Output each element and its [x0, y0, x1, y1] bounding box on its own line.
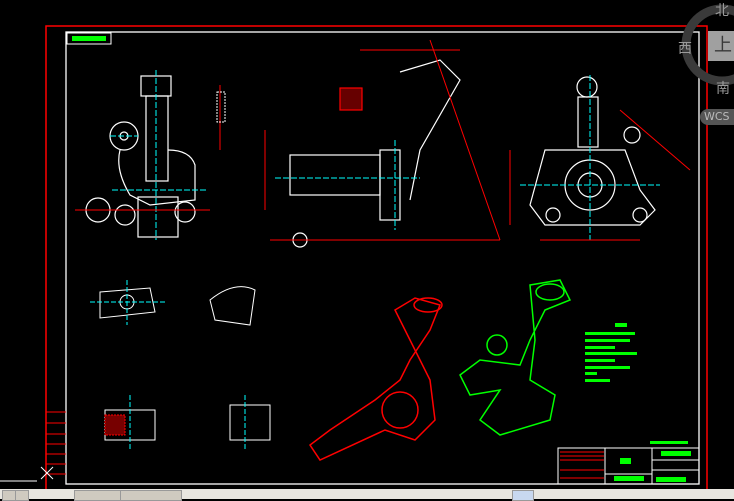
viewcube-south[interactable]: 南 — [716, 81, 730, 97]
section-centerlines — [90, 280, 246, 450]
status-tab[interactable] — [74, 490, 121, 501]
title-block-grid — [560, 451, 604, 479]
side-section-view — [289, 59, 461, 248]
side-view-dimensions — [264, 39, 501, 241]
title-block-text — [614, 451, 691, 482]
status-tab[interactable] — [512, 490, 534, 501]
status-tab[interactable] — [2, 490, 16, 501]
title-block — [557, 447, 700, 485]
drawing-number-text — [72, 36, 106, 41]
frame-border — [65, 31, 700, 485]
top-view — [529, 76, 656, 226]
top-view-dimensions — [509, 109, 691, 241]
viewcube-ring[interactable] — [670, 0, 734, 130]
isometric-green — [459, 279, 572, 436]
drawing-number-box — [66, 32, 112, 45]
viewcube-north[interactable]: 北 — [715, 3, 729, 19]
left-revision-strip — [46, 411, 66, 475]
status-tab[interactable] — [120, 490, 182, 501]
hatched-section — [104, 414, 126, 436]
crosshair-cursor — [40, 466, 54, 480]
viewcube[interactable]: 北 西 上 南 WCS — [670, 0, 734, 130]
front-view — [85, 75, 196, 238]
isometric-red — [308, 297, 443, 461]
status-bar — [0, 489, 734, 501]
side-view-centerlines — [275, 140, 420, 230]
status-tab[interactable] — [15, 490, 29, 501]
wcs-menu[interactable]: WCS — [700, 109, 734, 125]
front-view-dimensions — [75, 85, 226, 211]
technical-notes — [585, 323, 688, 444]
front-view-centerlines — [110, 70, 206, 240]
top-view-centerlines — [520, 75, 660, 240]
viewcube-west[interactable]: 西 — [678, 41, 692, 57]
viewcube-top-face[interactable]: 上 — [708, 31, 734, 61]
